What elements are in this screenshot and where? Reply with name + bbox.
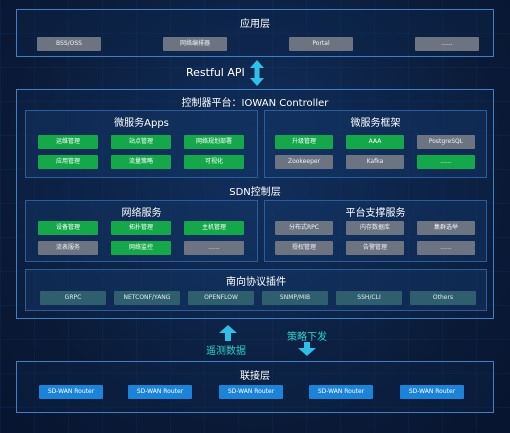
- plugin-ssh-cli[interactable]: SSH/CLI: [336, 291, 402, 305]
- framework-zookeeper[interactable]: Zookeeper: [275, 155, 333, 169]
- framework-postgresql[interactable]: PostgreSQL: [417, 135, 475, 149]
- platform-more[interactable]: ......: [417, 241, 475, 255]
- microservice-apps-panel: 微服务Apps 运维管理 站点管理 网络规划部署 应用管理 流量策略 可视化: [25, 110, 258, 178]
- app-ops-management[interactable]: 运维管理: [38, 135, 98, 149]
- platform-alarm-management[interactable]: 告警管理: [346, 241, 404, 255]
- platform-services-title: 平台支撑服务: [345, 208, 406, 219]
- net-network-monitoring[interactable]: 网络监控: [111, 241, 171, 255]
- framework-more[interactable]: ......: [417, 155, 475, 169]
- app-application-management[interactable]: 应用管理: [38, 155, 98, 169]
- platform-authorization-management[interactable]: 授权管理: [275, 241, 333, 255]
- app-network-planning[interactable]: 网络规划部署: [184, 135, 244, 149]
- net-host-management[interactable]: 主机管理: [184, 221, 244, 235]
- plugin-openflow[interactable]: OPENFLOW: [188, 291, 254, 305]
- sdwan-router-4[interactable]: SD-WAN Router: [309, 385, 373, 399]
- app-item-portal[interactable]: Portal: [289, 37, 353, 51]
- platform-cluster-election[interactable]: 集群选举: [417, 221, 475, 235]
- plugin-grpc[interactable]: GRPC: [40, 291, 106, 305]
- policy-delivery-label: 策略下发: [287, 332, 327, 343]
- network-services-panel: 网络服务 设备管理 拓扑管理 主机管理 流表服务 网络监控 ......: [25, 200, 258, 262]
- network-services-title: 网络服务: [121, 208, 162, 219]
- microservice-framework-panel: 微服务框架 升级管理 AAA PostgreSQL Zookeeper Kafk…: [264, 110, 487, 178]
- sdn-control-layer-title: SDN控制层: [229, 187, 281, 198]
- sdwan-router-3[interactable]: SD-WAN Router: [219, 385, 283, 399]
- net-device-management[interactable]: 设备管理: [38, 221, 98, 235]
- restful-api-label: Restful API: [186, 66, 245, 79]
- net-flow-table-service[interactable]: 流表服务: [38, 241, 98, 255]
- platform-distributed-rpc[interactable]: 分布式RPC: [275, 221, 333, 235]
- up-arrow-icon: [219, 325, 237, 341]
- app-item-bss-oss[interactable]: BSS/OSS: [37, 37, 101, 51]
- app-layer-title: 应用层: [240, 19, 270, 30]
- plugin-snmp-mib[interactable]: SNMP/MIB: [262, 291, 328, 305]
- down-arrow-icon: [298, 342, 316, 356]
- net-topology-management[interactable]: 拓扑管理: [111, 221, 171, 235]
- sdwan-router-1[interactable]: SD-WAN Router: [39, 385, 103, 399]
- framework-upgrade-management[interactable]: 升级管理: [275, 135, 333, 149]
- microservice-apps-title: 微服务Apps: [114, 118, 169, 129]
- controller-platform: 控制器平台：IOWAN Controller 微服务Apps 运维管理 站点管理…: [16, 89, 494, 319]
- southbound-plugins-title: 南向协议插件: [226, 277, 286, 288]
- framework-aaa[interactable]: AAA: [346, 135, 404, 149]
- sdwan-router-5[interactable]: SD-WAN Router: [400, 385, 464, 399]
- app-visualization[interactable]: 可视化: [184, 155, 244, 169]
- platform-memory-database[interactable]: 内存数据库: [346, 221, 404, 235]
- southbound-plugins-panel: 南向协议插件 GRPC NETCONF/YANG OPENFLOW SNMP/M…: [25, 269, 487, 311]
- access-layer-title: 联接层: [240, 371, 270, 382]
- access-layer: 联接层 SD-WAN Router SD-WAN Router SD-WAN R…: [16, 361, 494, 413]
- framework-kafka[interactable]: Kafka: [346, 155, 404, 169]
- plugin-others[interactable]: Others: [410, 291, 476, 305]
- app-traffic-policy[interactable]: 流量策略: [111, 155, 171, 169]
- app-item-more[interactable]: ......: [415, 37, 479, 51]
- telemetry-data-label: 遥测数据: [206, 346, 246, 357]
- app-layer: 应用层 BSS/OSS 网络编排器 Portal ......: [16, 9, 494, 57]
- sdwan-router-2[interactable]: SD-WAN Router: [128, 385, 192, 399]
- plugin-netconf-yang[interactable]: NETCONF/YANG: [114, 291, 180, 305]
- controller-title: 控制器平台：IOWAN Controller: [181, 98, 329, 109]
- microservice-framework-title: 微服务框架: [350, 118, 401, 129]
- platform-services-panel: 平台支撑服务 分布式RPC 内存数据库 集群选举 授权管理 告警管理 .....…: [264, 200, 487, 262]
- app-site-management[interactable]: 站点管理: [111, 135, 171, 149]
- net-more[interactable]: ......: [184, 241, 244, 255]
- bidirectional-arrow-icon: [250, 60, 264, 86]
- app-item-orchestrator[interactable]: 网络编排器: [163, 37, 227, 51]
